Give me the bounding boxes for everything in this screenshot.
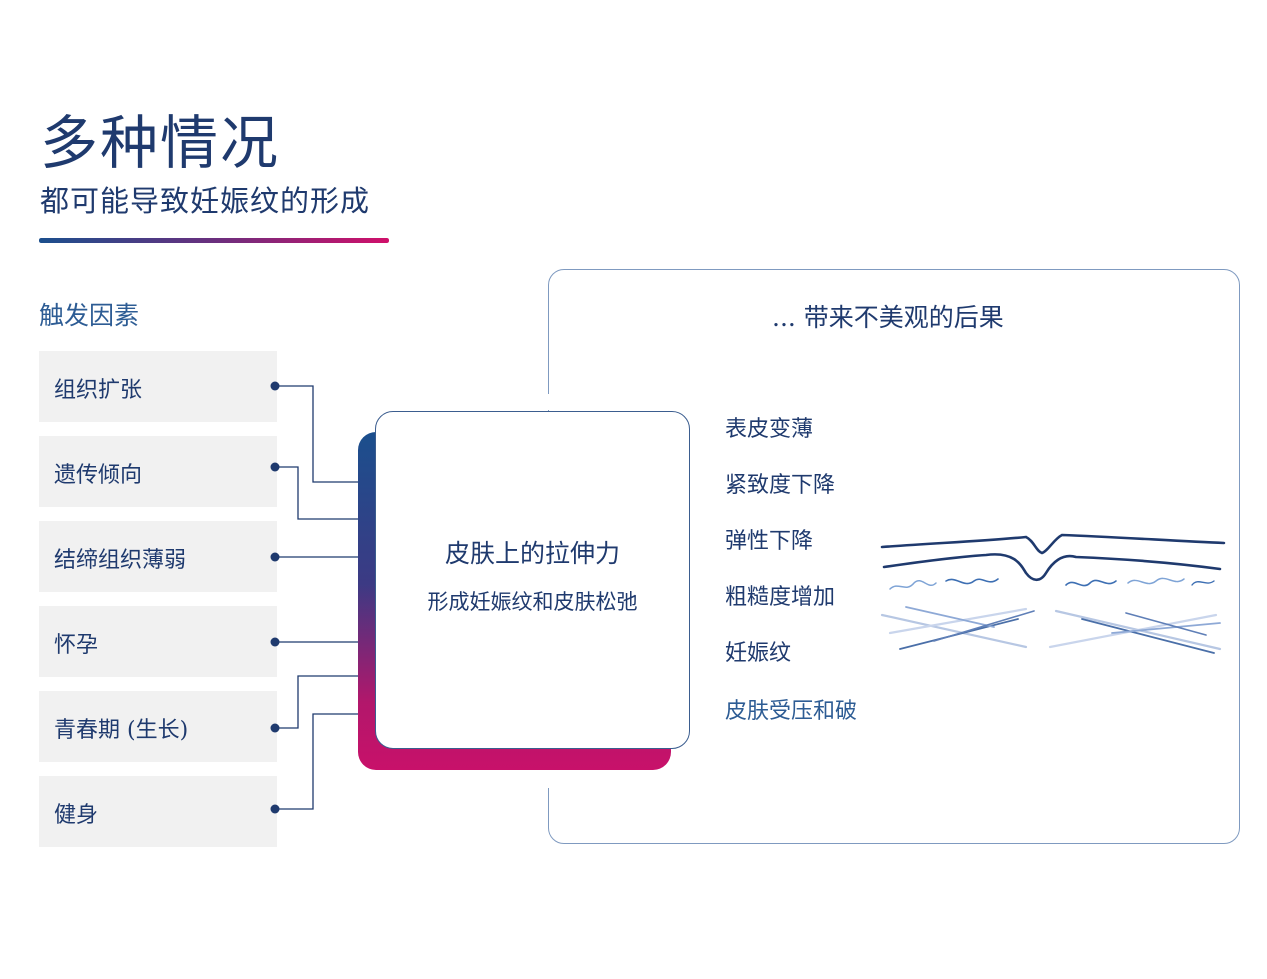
triggers-heading: 触发因素 <box>39 301 140 330</box>
trigger-item: 健身 <box>39 776 277 847</box>
connector-line <box>275 713 358 810</box>
consequence-item: 弹性下降 <box>725 529 814 554</box>
trigger-label: 怀孕 <box>54 633 99 658</box>
consequence-item: 表皮变薄 <box>725 417 814 442</box>
center-subtitle: 形成妊娠纹和皮肤松弛 <box>427 590 638 614</box>
trigger-item: 青春期 (生长) <box>39 691 277 762</box>
page-title: 多种情况 <box>40 109 281 177</box>
center-title: 皮肤上的拉伸力 <box>444 539 620 568</box>
page-subtitle: 都可能导致妊娠纹的形成 <box>40 184 371 218</box>
trigger-label: 组织扩张 <box>54 378 143 403</box>
trigger-label: 青春期 (生长) <box>54 718 189 743</box>
trigger-item: 组织扩张 <box>39 351 277 422</box>
title-underline <box>39 238 389 243</box>
connector-line <box>275 385 358 483</box>
trigger-item: 怀孕 <box>39 606 277 677</box>
trigger-item: 结缔组织薄弱 <box>39 521 277 592</box>
consequence-item: 妊娠纹 <box>725 641 792 666</box>
stretching-force-box: 皮肤上的拉伸力 形成妊娠纹和皮肤松弛 <box>375 411 690 749</box>
consequence-item: 粗糙度增加 <box>725 585 836 610</box>
connector-line <box>275 675 358 729</box>
connector-line <box>275 466 358 520</box>
trigger-label: 遗传倾向 <box>54 463 143 488</box>
trigger-label: 结缔组织薄弱 <box>54 548 187 573</box>
consequence-item: 皮肤受压和破 <box>725 699 858 724</box>
consequence-item-clipped: 皮肤受压和破 <box>725 693 868 727</box>
consequence-item: 紧致度下降 <box>725 473 836 498</box>
trigger-label: 健身 <box>54 803 99 828</box>
skin-layer-cross-section-icon <box>880 533 1226 654</box>
trigger-item: 遗传倾向 <box>39 436 277 507</box>
consequences-heading: ... 带来不美观的后果 <box>772 303 1004 332</box>
